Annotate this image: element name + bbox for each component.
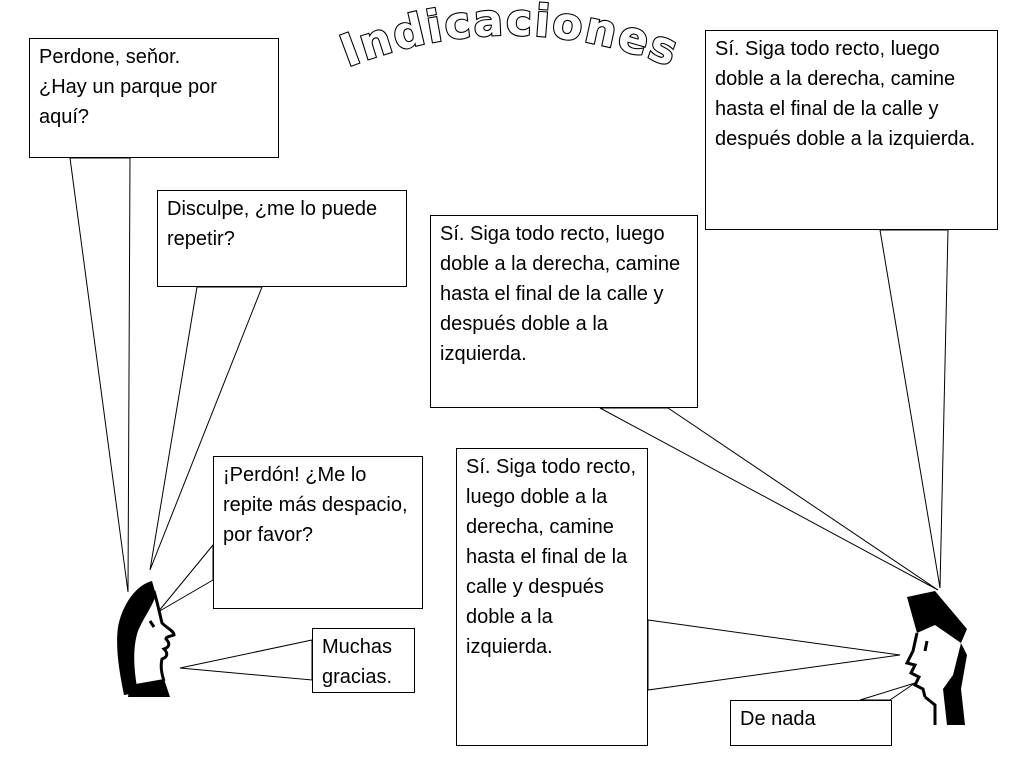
bubble-muchas-gracias: Muchas gracias. [312, 628, 415, 693]
man-figure [904, 591, 967, 725]
svg-text:Indicaciones: Indicaciones [334, 0, 686, 77]
bubble-perdone: Perdone, seňor. ¿Hay un parque por aquí? [29, 38, 279, 158]
bubble-directions-top: Sí. Siga todo recto, luego doble a la de… [705, 30, 998, 230]
bubble-directions-bottom: Sí. Siga todo recto, luego doble a la de… [456, 448, 648, 746]
woman-figure [117, 581, 176, 697]
pointer-directions-top [879, 229, 949, 589]
bubble-disculpe: Disculpe, ¿me lo puede repetir? [157, 190, 407, 287]
pointer-directions-bottom [647, 619, 901, 691]
page-title: Indicaciones [333, 0, 686, 78]
pointer-perdone [69, 157, 131, 593]
pointer-disculpe [149, 286, 263, 571]
title-wordart: Indicaciones [333, 0, 686, 78]
bubble-perdon: ¡Perdón! ¿Me lo repite más despacio, por… [213, 456, 423, 609]
bubble-de-nada: De nada [730, 700, 892, 746]
pointer-directions-middle [599, 407, 939, 591]
bubble-directions-middle: Sí. Siga todo recto, luego doble a la de… [430, 215, 698, 408]
